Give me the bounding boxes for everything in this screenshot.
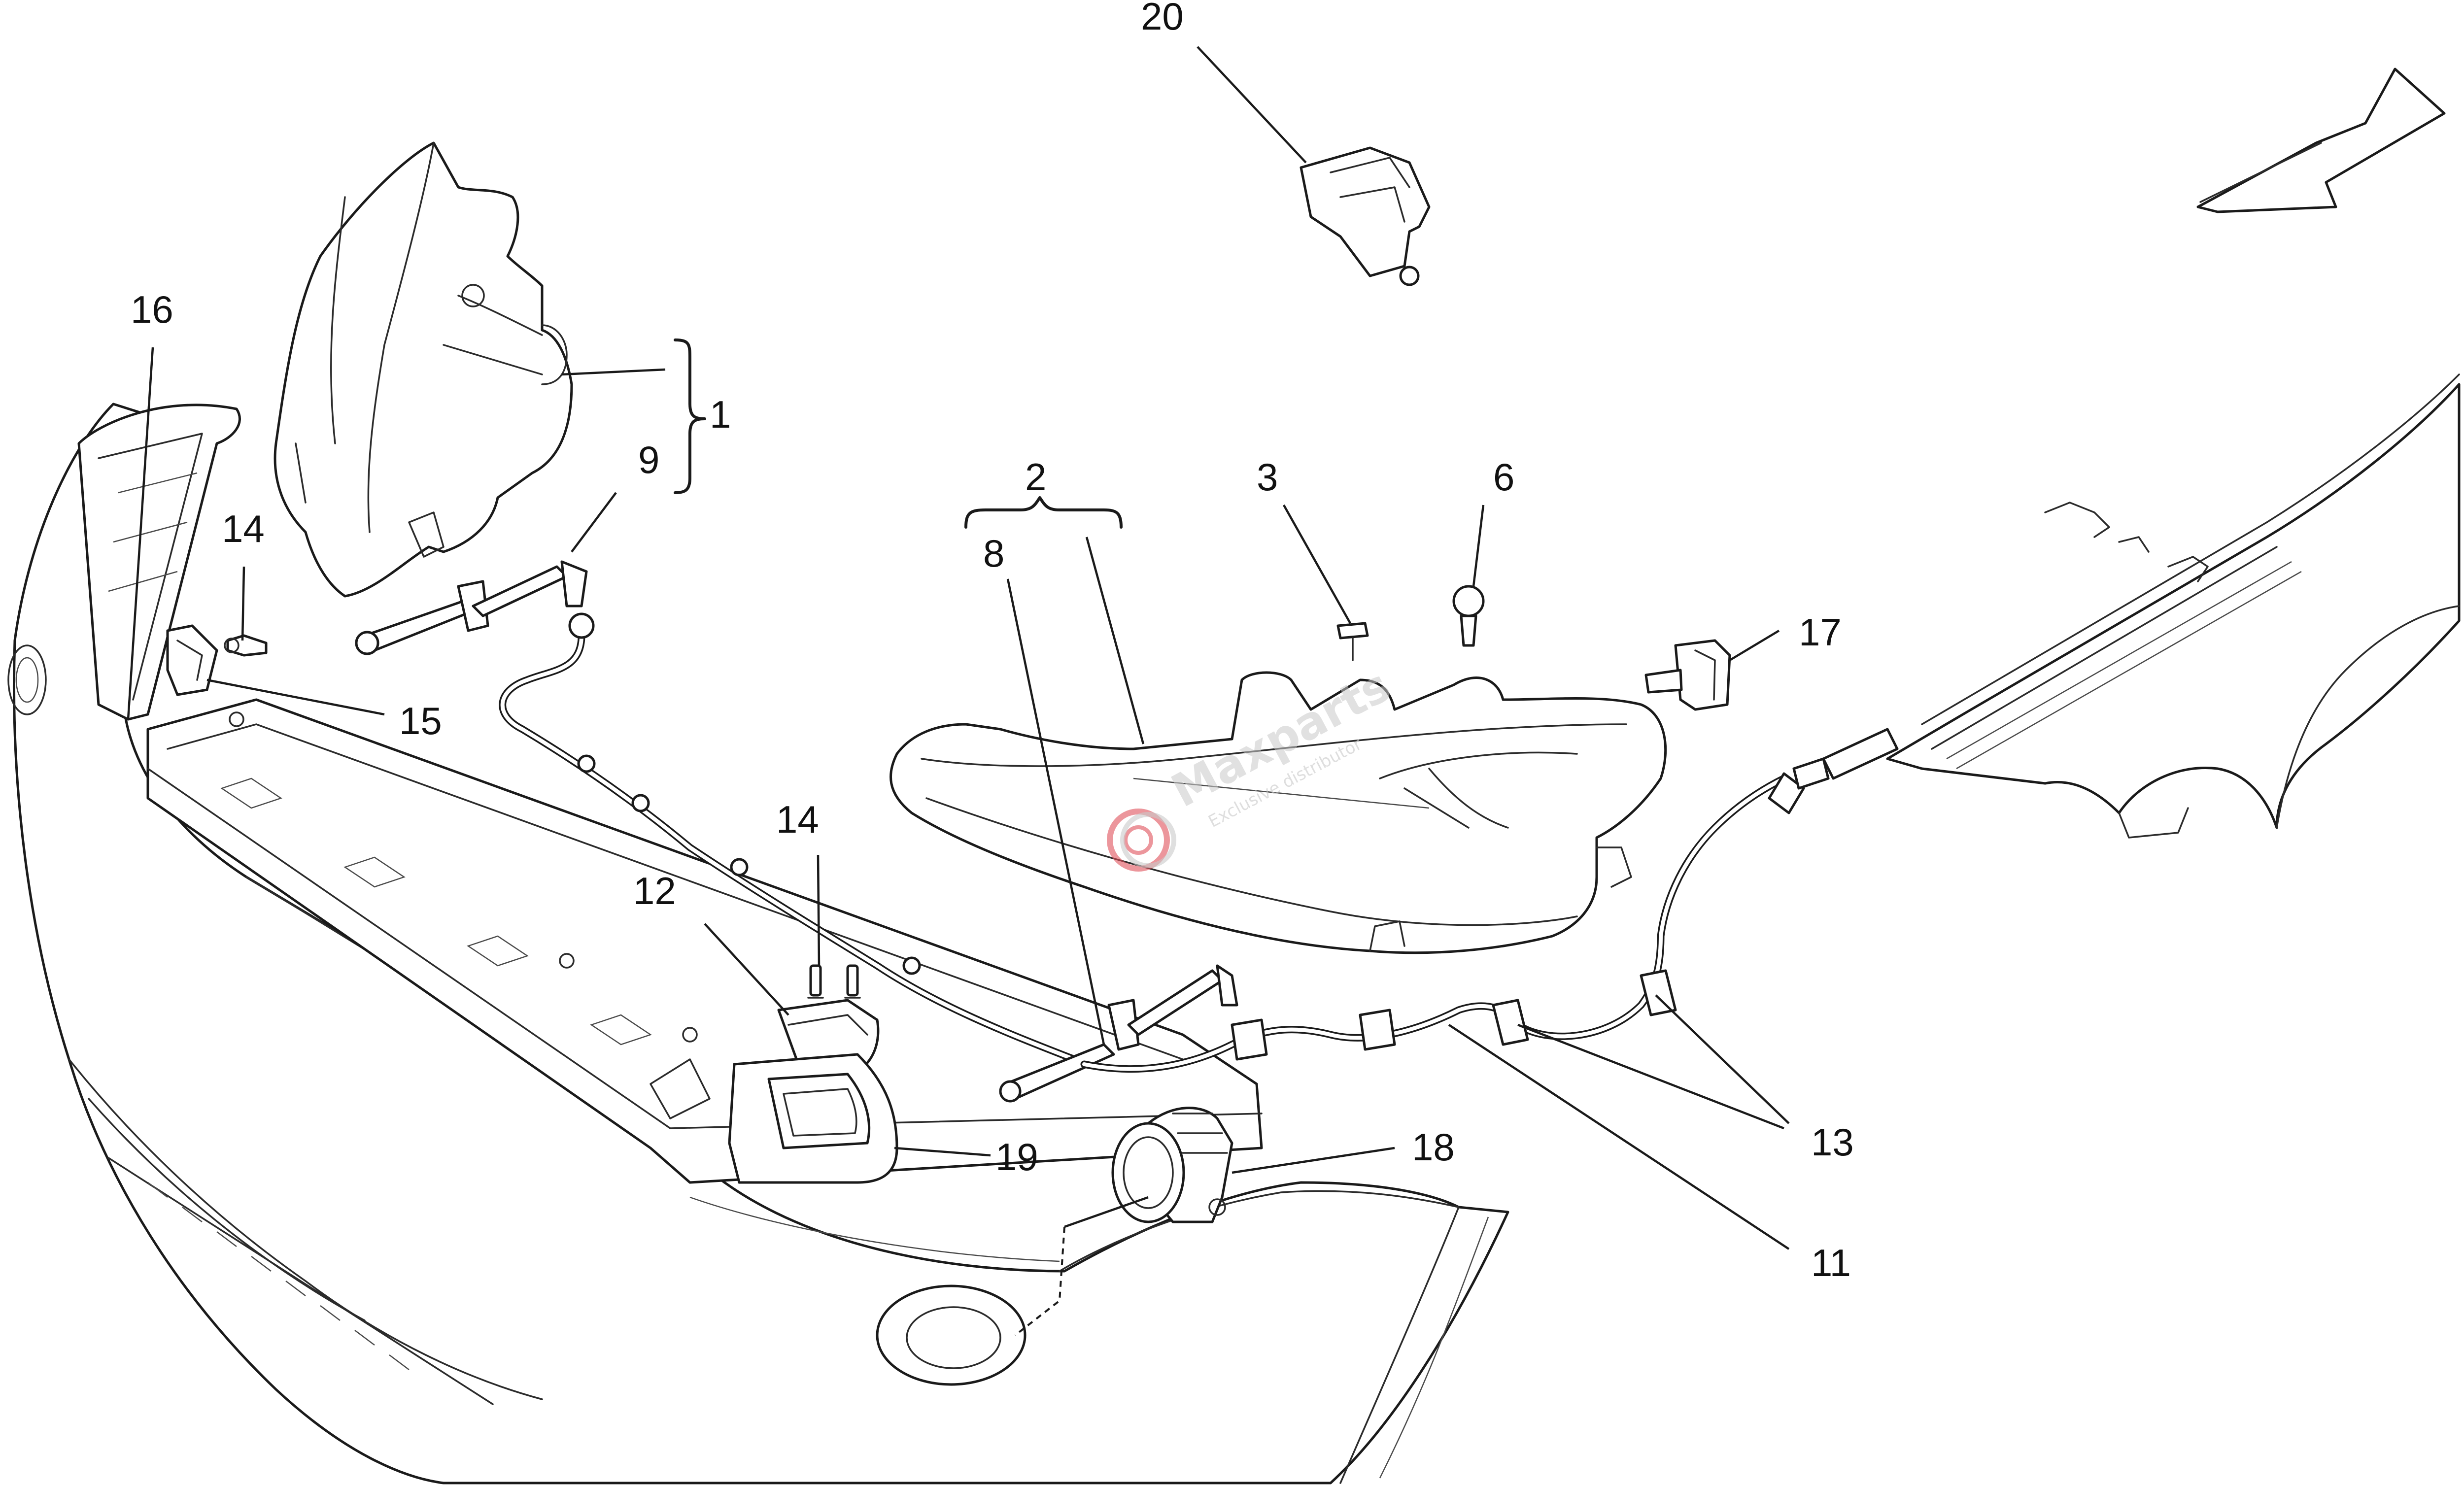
brace-1 — [674, 338, 706, 494]
callout-9: 9 — [638, 438, 659, 481]
callout-13: 13 — [1811, 1120, 1854, 1164]
callout-1: 1 — [710, 393, 731, 436]
leader-lines — [127, 46, 1790, 1336]
callout-15: 15 — [399, 699, 442, 742]
brace-2 — [964, 496, 1123, 529]
washer-nozzle-8 — [999, 964, 1238, 1103]
callout-19: 19 — [995, 1135, 1038, 1179]
clip-15 — [166, 624, 218, 696]
callout-6: 6 — [1493, 455, 1514, 499]
callout-20: 20 — [1141, 0, 1184, 38]
screw-3 — [1336, 622, 1369, 661]
callout-8: 8 — [983, 532, 1004, 575]
actuator-17 — [1644, 639, 1731, 711]
front-fender — [1792, 373, 2461, 839]
bumper-cross-member — [146, 698, 1263, 1184]
callout-12: 12 — [633, 869, 676, 912]
callout-17: 17 — [1799, 610, 1842, 654]
callout-2: 2 — [1025, 455, 1046, 499]
callout-11: 11 — [1811, 1241, 1851, 1284]
fog-lamp-18 — [1111, 1107, 1233, 1223]
bracket-16 — [77, 404, 241, 721]
clip-14-upper — [224, 634, 268, 657]
callout-18: 18 — [1412, 1125, 1455, 1169]
bracket-19 — [728, 1053, 898, 1184]
clip-14-lower — [807, 964, 861, 999]
sensor-20 — [1300, 146, 1431, 286]
clip-6 — [1452, 585, 1485, 647]
callout-14-lower: 14 — [776, 798, 819, 841]
washer-hose-right — [1080, 772, 1805, 1073]
washer-nozzle-9 — [355, 560, 588, 655]
front-bumper — [7, 403, 1509, 1485]
side-marker-lamp-1 — [274, 141, 573, 598]
headlamp-assembly-2 — [890, 671, 1667, 954]
callout-14-upper: 14 — [222, 507, 265, 550]
callout-3: 3 — [1257, 455, 1278, 499]
direction-arrow-icon — [2196, 68, 2446, 213]
washer-hose-left — [499, 612, 1078, 1063]
callout-16: 16 — [131, 288, 173, 331]
callout-labels: 20 1 9 2 3 6 8 16 14 15 17 14 12 19 18 1… — [131, 0, 1854, 1284]
